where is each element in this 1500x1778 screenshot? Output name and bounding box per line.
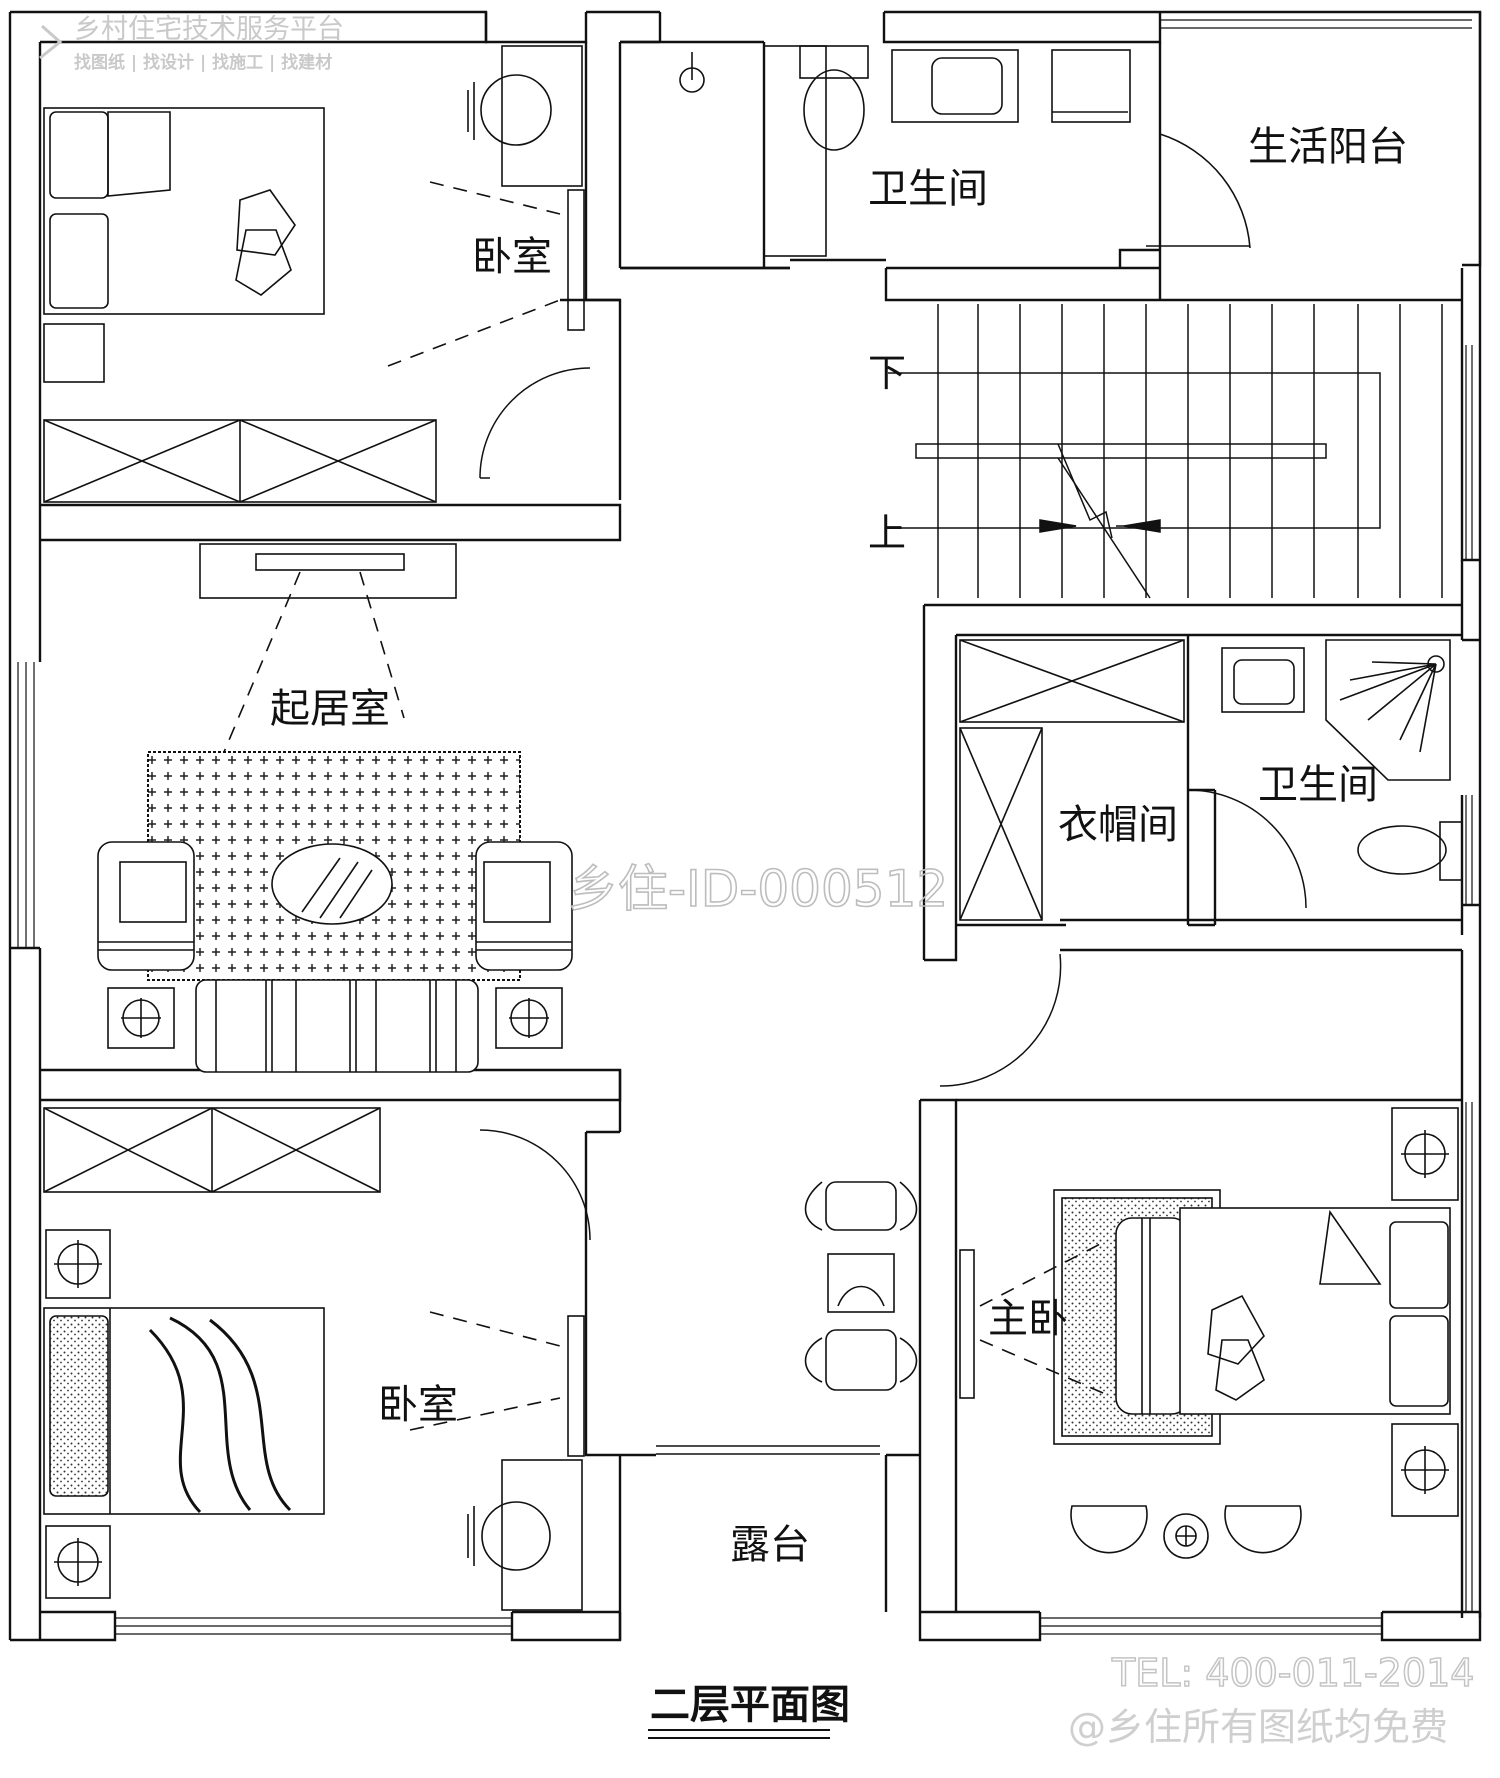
wardrobe-cabinets xyxy=(959,639,1185,921)
staircase xyxy=(888,304,1443,599)
master-bed xyxy=(1053,1189,1451,1445)
walls xyxy=(8,10,1482,1642)
plan-title-underline xyxy=(648,1729,830,1739)
label-living-room: 起居室 xyxy=(270,686,390,732)
door-bathroom-e xyxy=(1187,789,1307,909)
bathroom-n-fixtures xyxy=(679,45,1131,257)
terrace-sliding-door xyxy=(656,1445,880,1455)
label-terrace: 露台 xyxy=(730,1522,810,1568)
watermark-free-notice: @乡住所有图纸均免费 xyxy=(1068,1705,1448,1749)
master-tv xyxy=(959,1239,1111,1399)
watermark-site-links: 找图纸 | 找设计 | 找施工 | 找建材 xyxy=(74,52,332,73)
watermark-tel: TEL: 400-011-2014 xyxy=(1111,1651,1474,1695)
bed-nw xyxy=(43,107,325,383)
living-sofa-set xyxy=(97,841,573,1073)
label-service-balcony: 生活阳台 xyxy=(1248,124,1408,170)
plan-title: 二层平面图 xyxy=(650,1682,850,1728)
watermark-site-name: 乡村住宅技术服务平台 xyxy=(74,14,344,45)
wardrobe-nw xyxy=(43,419,437,503)
label-bedroom-sw: 卧室 xyxy=(378,1382,458,1428)
stair-up-label: 上 xyxy=(868,511,906,555)
tv-sw xyxy=(409,1311,585,1457)
label-bathroom-e: 卫生间 xyxy=(1258,762,1378,808)
dining-chairs xyxy=(804,1181,918,1391)
label-master-bedroom: 主卧 xyxy=(988,1296,1068,1342)
bed-sw xyxy=(43,1307,325,1515)
bathroom-e-fixtures xyxy=(1221,639,1463,881)
master-nightstands xyxy=(1391,1107,1459,1517)
stair-down-label: 下 xyxy=(868,351,906,395)
watermark-logo xyxy=(39,24,63,60)
door-swing-sw xyxy=(479,1129,591,1241)
wardrobe-sw xyxy=(43,1107,381,1193)
master-lounge-chairs xyxy=(1070,1505,1302,1559)
desk-nw xyxy=(467,45,583,187)
nightstands-sw xyxy=(45,1229,111,1599)
desk-sw xyxy=(467,1459,583,1611)
door-service-balcony xyxy=(1146,133,1251,249)
door-swing-nw xyxy=(479,367,591,479)
tv-living xyxy=(199,543,457,753)
windows xyxy=(17,19,1473,1635)
door-master-bedroom xyxy=(939,953,1062,1087)
tv-nw xyxy=(387,181,585,367)
label-bedroom-nw: 卧室 xyxy=(472,234,552,280)
label-bathroom-n: 卫生间 xyxy=(868,166,988,212)
label-wardrobe: 衣帽间 xyxy=(1058,802,1178,848)
watermark-drawing-id: 乡住-ID-000512 xyxy=(568,860,948,918)
